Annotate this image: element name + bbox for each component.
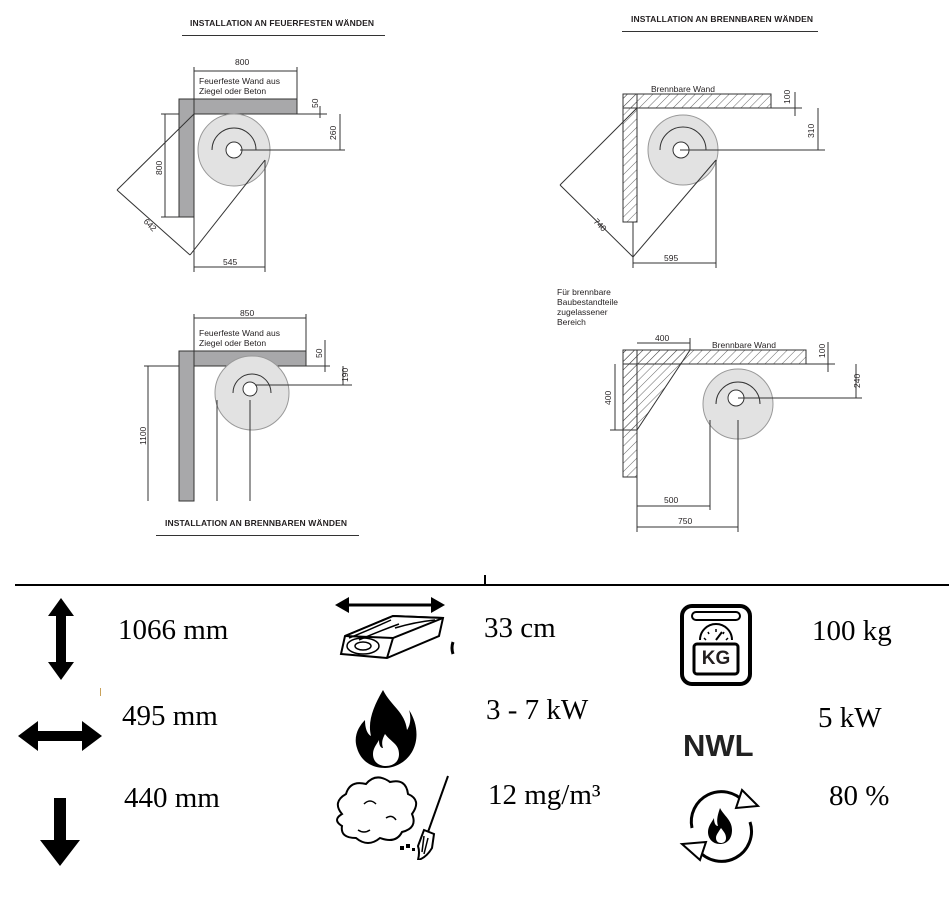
spec-power-range: 3 - 7 kW [486,694,589,726]
tr-wall-label: Brennbare Wand [651,84,715,94]
diagram-bottom-left [144,314,352,502]
heading-combustible-walls-bottom: INSTALLATION AN BRENNBAREN WÄNDEN [165,518,348,528]
br-bottom-inner-label: 500 [664,495,678,505]
stray-mark [100,688,101,696]
br-wall-label: Brennbare Wand [712,340,776,350]
br-zone-width-label: 400 [655,333,669,343]
tl-width-label: 800 [235,57,249,67]
diagram-top-right [559,92,825,268]
spec-nominal-power: 5 kW [818,702,882,734]
br-zone-label: Für brennbare Baubestandteile zugelassen… [557,287,618,327]
spec-efficiency: 80 % [829,780,890,812]
br-zone-height-label: 400 [603,391,613,405]
tl-wall-label: Feuerfeste Wand aus Ziegel oder Beton [199,76,280,96]
weight-scale-icon: KG [680,604,752,686]
nwl-icon: NWL [683,728,754,763]
spec-log-length: 33 cm [484,612,556,644]
width-arrow-icon [18,721,102,751]
flame-icon [355,690,417,768]
br-gap-label: 100 [817,344,827,358]
log-length-icon [335,597,455,660]
tr-gap-label: 100 [782,90,792,104]
divider-line [15,584,949,586]
spec-height: 1066 mm [118,614,229,646]
bl-offset-label: 190 [340,368,350,382]
heading-underline [182,35,385,36]
spec-depth: 440 mm [124,782,220,814]
tl-diag-label: 642 [142,216,159,233]
bl-wall-label: Feuerfeste Wand aus Ziegel oder Beton [199,328,280,348]
clearance-diagrams: 800 800 50 260 642 545 100 310 740 595 8… [116,57,862,532]
depth-arrow-icon [40,798,80,866]
heading-fireproof-walls: INSTALLATION AN FEUERFESTEN WÄNDEN [190,18,375,28]
efficiency-cycle-icon [679,788,761,863]
bl-gap-label: 50 [314,348,324,358]
bl-height-label: 1100 [138,426,148,445]
tl-offset-label: 260 [328,126,338,140]
heading-combustible-walls-top: INSTALLATION AN BRENNBAREN WÄNDEN [631,14,814,24]
tl-height-label: 800 [154,161,164,175]
br-offset-label: 240 [852,374,862,388]
spec-width: 495 mm [122,700,218,732]
heading-underline [156,535,359,536]
diagram-bottom-right [610,338,862,532]
br-bottom-outer-label: 750 [678,516,692,526]
divider-tick [484,575,486,585]
tl-gap-label: 50 [310,98,320,108]
heading-underline [622,31,818,32]
smoke-broom-icon [336,775,449,860]
diagram-top-left [116,67,345,272]
bl-width-label: 850 [240,308,254,318]
tr-offset-label: 310 [806,124,816,138]
tl-bottom-label: 545 [223,257,237,267]
scale-kg-text: KG [701,648,731,669]
spec-dust: 12 mg/m³ [488,779,601,811]
tr-bottom-label: 595 [664,253,678,263]
spec-weight: 100 kg [812,615,892,647]
height-arrow-icon [48,598,74,680]
